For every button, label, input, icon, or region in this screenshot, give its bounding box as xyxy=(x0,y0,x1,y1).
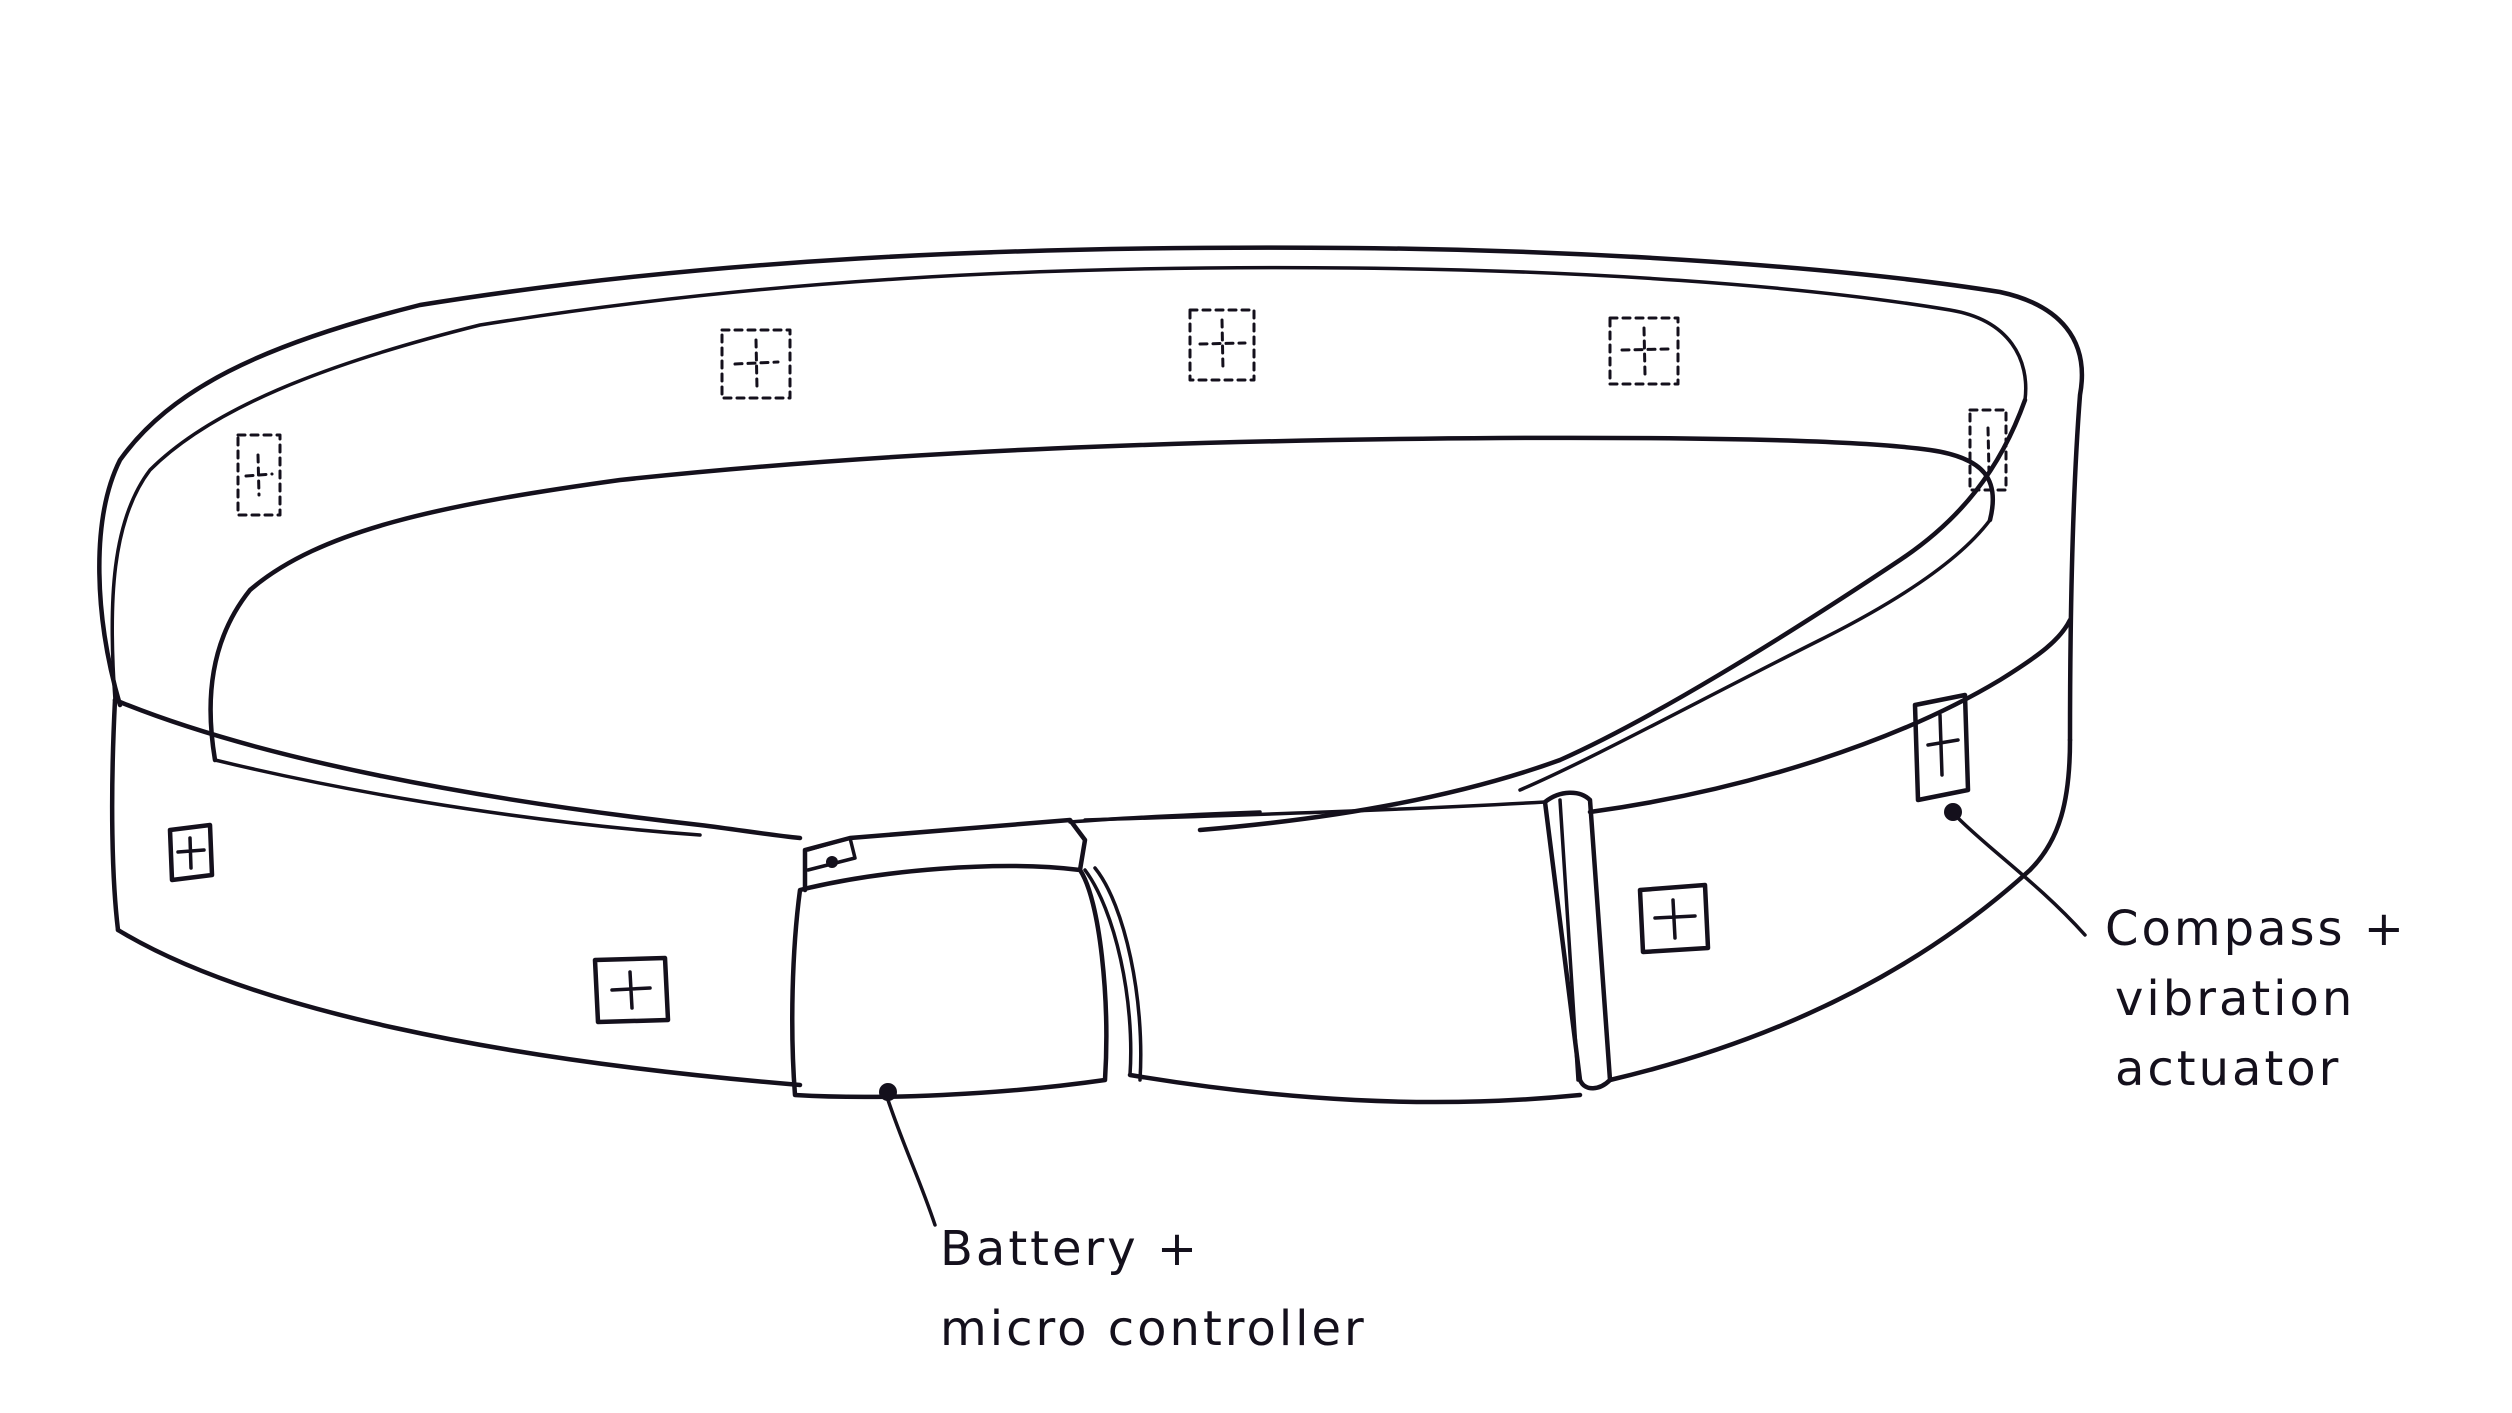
front-band-bottom-right xyxy=(1610,740,2070,1080)
sensor-module-hidden-4 xyxy=(1610,318,1678,384)
buckle-body xyxy=(792,866,1106,1097)
sensor-module-hidden-2 xyxy=(722,330,790,398)
belt-keeper xyxy=(1545,793,1610,1089)
sensor-module-front-2 xyxy=(595,958,668,1022)
front-band-top-left xyxy=(115,700,800,838)
sensor-module-front-1 xyxy=(170,825,212,880)
belt-outer-top-edge xyxy=(99,248,2082,740)
front-band-bottom-left xyxy=(118,930,800,1085)
battery-leader xyxy=(879,1083,935,1225)
compass-label-line3: actuator xyxy=(2115,1041,2341,1097)
sensor-module-hidden-3 xyxy=(1190,310,1254,380)
battery-label-line1: Battery + xyxy=(940,1221,1200,1277)
compass-label-line1: Compass + xyxy=(2105,901,2407,957)
sensor-module-front-3 xyxy=(1640,885,1708,952)
front-band-top-right xyxy=(1590,620,2070,812)
front-band-top-left-inner xyxy=(215,760,700,835)
compass-leader xyxy=(1944,803,2085,935)
sensor-module-hidden-1 xyxy=(238,435,280,515)
belt-inner-top-edge xyxy=(112,268,2026,700)
compass-label-line2: vibration xyxy=(2115,971,2355,1027)
belt-right-curve xyxy=(1200,400,2025,830)
buckle-rivet xyxy=(826,856,838,868)
front-band-left-end xyxy=(112,700,118,930)
battery-label-line2: micro controller xyxy=(940,1301,1367,1357)
front-band-bottom-mid xyxy=(1130,1075,1580,1102)
belt-far-band-lower-edge xyxy=(211,438,1993,760)
